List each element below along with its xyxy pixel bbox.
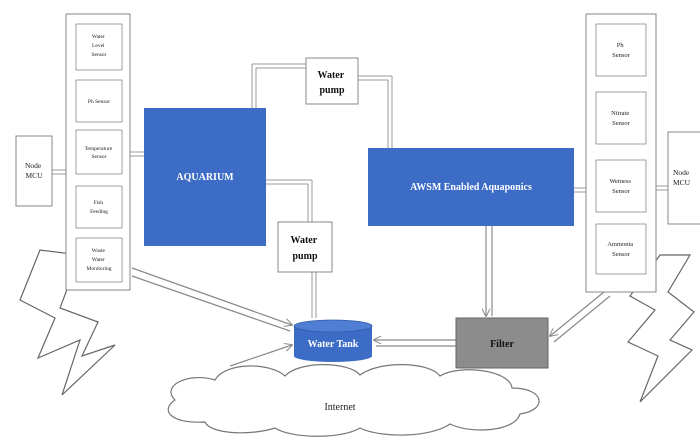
svg-text:Water pump: Water pump (291, 235, 320, 262)
svg-text:Temperature Sensor: Temperature Sensor (84, 146, 113, 160)
left-node-line-2: MCU (25, 171, 43, 180)
right-sensor-panel: Ph Sensor Nitrate Sensor Wetness Sensor … (585, 13, 657, 293)
filter-label: Filter (490, 339, 514, 350)
right-sensor-ammonia: Ammonia Sensor (595, 223, 647, 275)
right-sensor-ph: Ph Sensor (595, 23, 647, 77)
right-sensor-wetness: Wetness Sensor (595, 159, 647, 213)
left-sensor-waste-water: Waste Water Monitoring (75, 237, 123, 283)
aquarium-box: AQUARIUM (144, 108, 266, 246)
left-sensor-panel: Water Level Sensor Ph Sensor Temperature… (65, 13, 131, 291)
awsm-box: AWSM Enabled Aquaponics (368, 148, 574, 226)
svg-text:Water pump: Water pump (318, 70, 347, 96)
arrow-panel-to-tank-b (131, 275, 291, 332)
internet-cloud: Internet (167, 364, 540, 437)
svg-text:Ph Sensor: Ph Sensor (612, 42, 631, 59)
water-tank-label: Water Tank (308, 339, 359, 350)
water-pump-top: Water pump (305, 57, 359, 105)
water-tank: Water Tank (293, 319, 373, 362)
left-sensor-temperature: Temperature Sensor (75, 129, 123, 175)
svg-text:Node MCU: Node MCU (673, 168, 691, 187)
water-pump-mid: Water pump (277, 221, 333, 273)
right-node-mcu: Node MCU (667, 131, 700, 225)
left-node-line-1: Node (25, 161, 42, 170)
arrow-into-tank-left (229, 345, 292, 367)
internet-label: Internet (324, 402, 355, 413)
awsm-label: AWSM Enabled Aquaponics (410, 182, 532, 193)
svg-text:Wetness Sensor: Wetness Sensor (609, 178, 632, 195)
svg-text:Node MCU: Node MCU (25, 161, 43, 180)
svg-text:Waste Water Mo: Waste Water Monitoring (86, 248, 111, 272)
left-lightning (19, 249, 116, 396)
left-sensor-water-level: Water Level Sensor (75, 23, 123, 71)
right-sensor-nitrate: Nitrate Sensor (595, 91, 647, 145)
connectors (52, 63, 668, 318)
arrow-panel-to-filter-a (550, 291, 605, 336)
svg-text:Ammonia Sensor: Ammonia Sensor (607, 241, 635, 258)
filter-box: Filter (455, 317, 549, 369)
arrow-panel-to-filter-b (553, 295, 611, 343)
svg-text:Water Level Se: Water Level Sensor (92, 34, 107, 58)
svg-text:Fish Feeding: Fish Feeding (90, 200, 108, 215)
left-sensor-fish-feeding: Fish Feeding (75, 185, 123, 229)
svg-text:Ph Sensor: Ph Sensor (88, 99, 110, 105)
right-node-line-1: Node (673, 168, 690, 177)
left-sensor-ph: Ph Sensor (75, 79, 123, 123)
svg-text:Nitrate Sensor: Nitrate Sensor (611, 110, 631, 127)
arrow-panel-to-tank-a (131, 267, 292, 325)
left-node-mcu: Node MCU (15, 135, 53, 207)
right-node-line-2: MCU (673, 178, 691, 187)
aquarium-label: AQUARIUM (176, 172, 234, 183)
